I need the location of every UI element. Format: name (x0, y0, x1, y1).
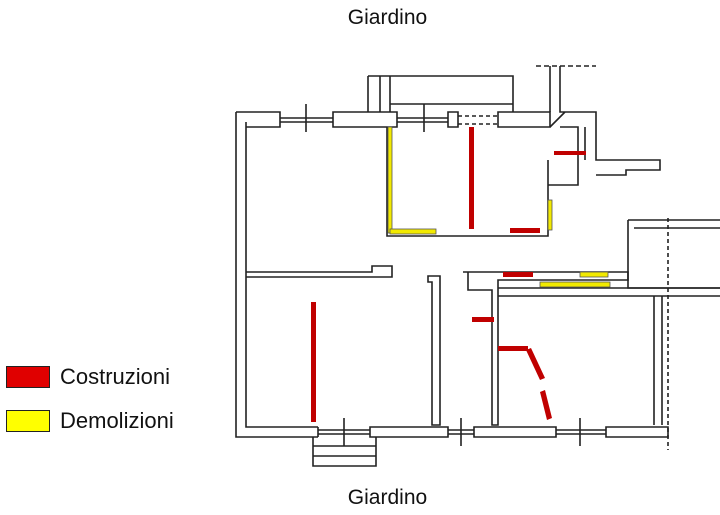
legend-label-costruzioni: Costruzioni (60, 364, 171, 389)
legend-swatch-demolizioni (6, 410, 50, 432)
garden-label-top: Giardino (347, 6, 428, 29)
window-top-mid (397, 104, 448, 132)
construction-wall (554, 151, 586, 155)
legend-swatch-costruzioni (6, 366, 50, 388)
demolition-wall (539, 281, 611, 288)
demolition-walls (387, 126, 611, 288)
construction-wall (469, 127, 474, 229)
construction-wall (311, 302, 316, 422)
demolition-wall (547, 199, 553, 231)
legend-item-costruzioni: Costruzioni (6, 364, 170, 390)
garden-label-bottom: Giardino (347, 486, 428, 509)
window-top-left (280, 104, 333, 132)
legend-label-demolizioni: Demolizioni (60, 408, 174, 433)
inner-wall-middle (246, 265, 393, 278)
inner-wall-top-room (386, 127, 549, 237)
construction-wall (540, 390, 552, 420)
construction-wall (472, 317, 494, 322)
outer-wall-top-right (447, 111, 551, 128)
existing-walls (235, 65, 720, 467)
entrance-steps (312, 437, 377, 467)
outer-wall-top-mid (332, 111, 398, 128)
right-room-walls (498, 287, 720, 425)
window-bottom-3 (556, 418, 606, 446)
right-upper-rooms (627, 219, 720, 289)
balcony (367, 75, 514, 112)
outer-wall-bottom (317, 426, 449, 438)
outer-wall-bottom-2 (473, 426, 557, 438)
window-bottom-2 (448, 418, 474, 446)
demolition-wall (387, 126, 393, 234)
construction-walls (311, 127, 586, 422)
demolition-wall (389, 228, 437, 235)
outer-wall-left (235, 112, 318, 438)
construction-wall (503, 272, 533, 277)
window-bottom-1 (318, 418, 370, 446)
construction-wall (526, 348, 545, 380)
demolition-wall (579, 271, 609, 278)
outer-wall-top-left (236, 111, 281, 128)
corridor-walls (427, 275, 441, 426)
dashed-opening-top (458, 115, 498, 125)
upper-right-structure (548, 66, 661, 186)
construction-wall (498, 346, 528, 351)
construction-wall (510, 228, 540, 233)
legend-item-demolizioni: Demolizioni (6, 408, 174, 434)
outer-wall-bottom-3 (605, 426, 669, 438)
